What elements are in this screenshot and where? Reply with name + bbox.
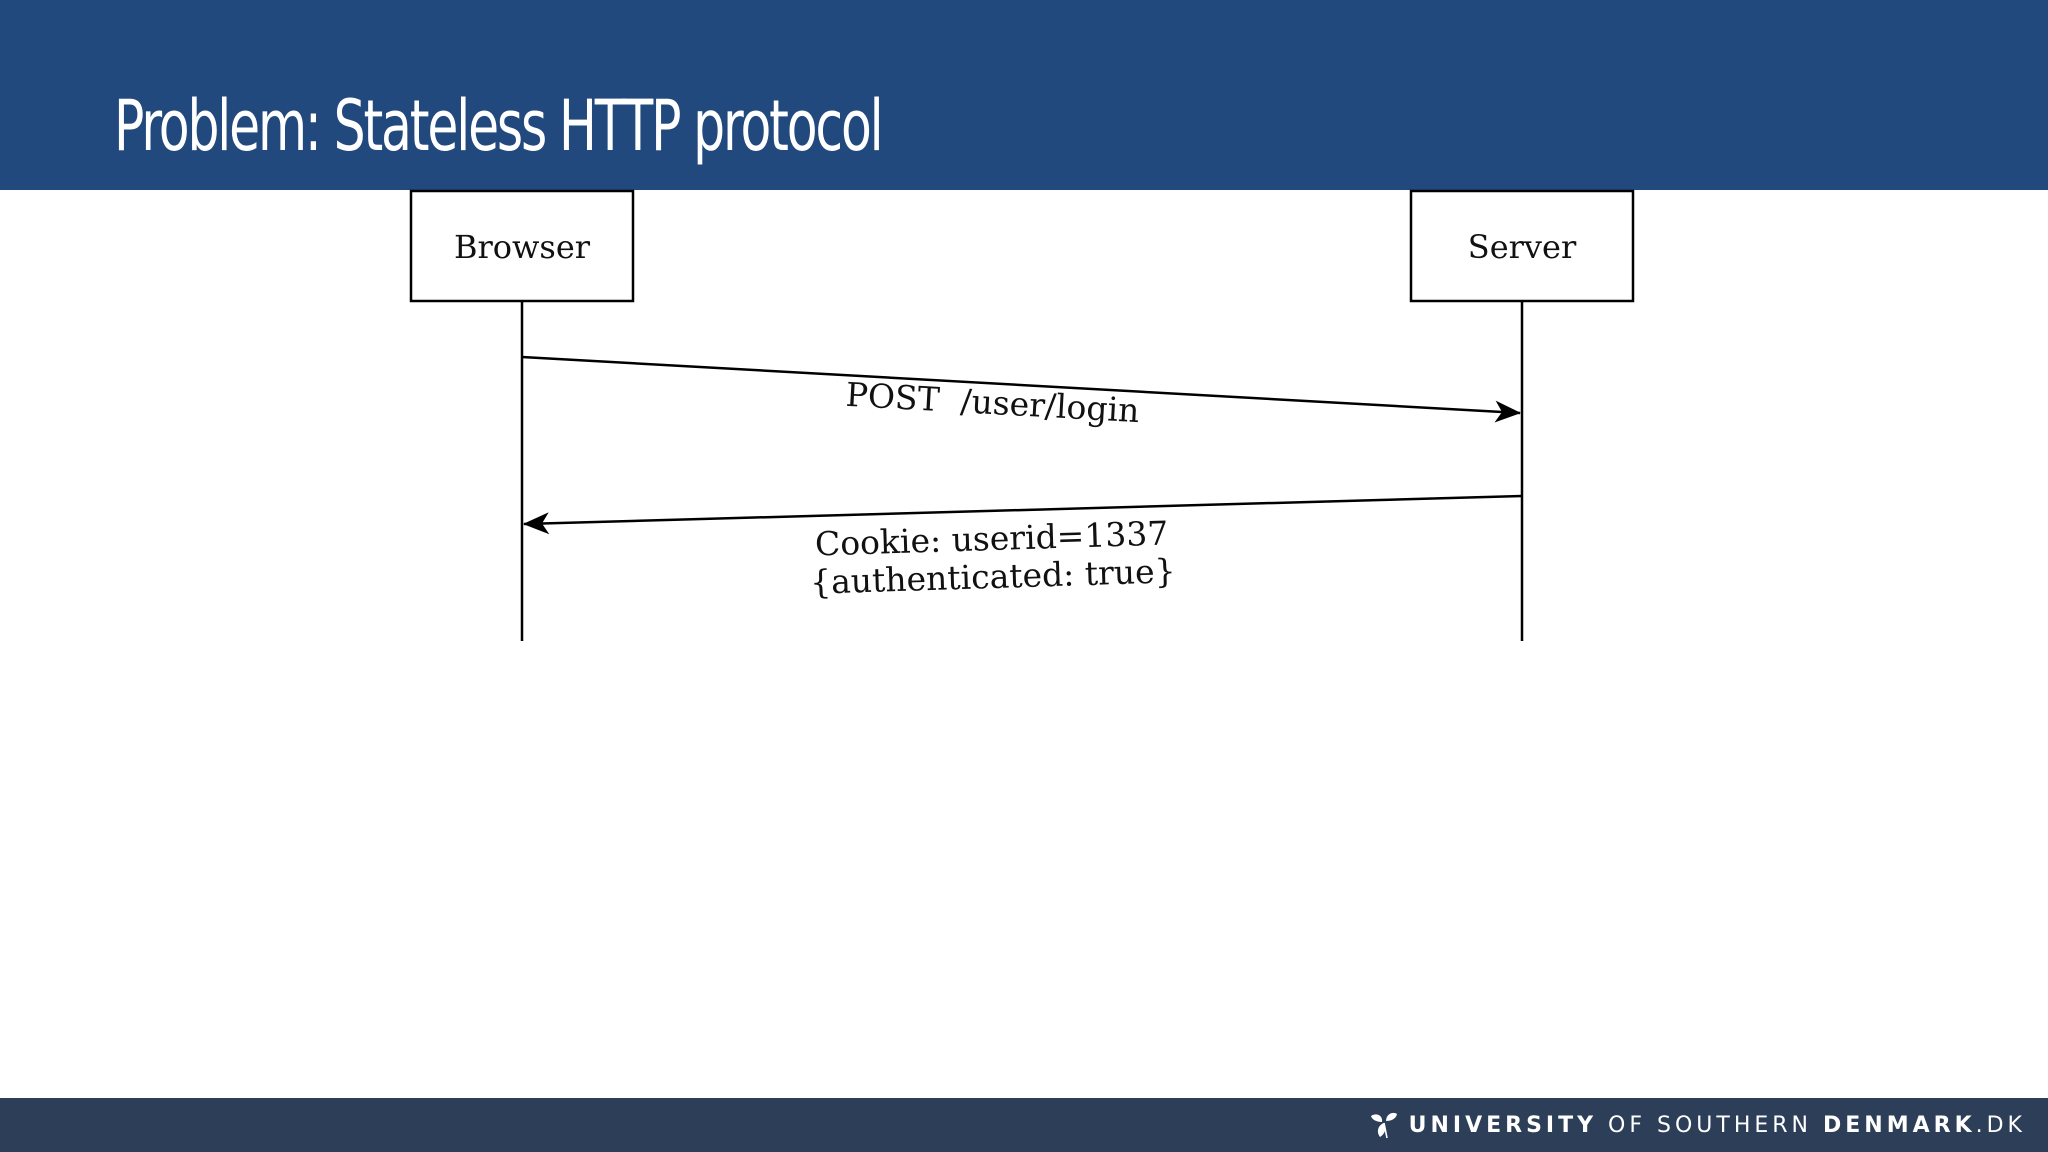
footer-bar: UNIVERSITY OF SOUTHERN DENMARK .DK bbox=[0, 1098, 2048, 1152]
brand-of-southern: OF SOUTHERN bbox=[1597, 1112, 1824, 1138]
university-brand[interactable]: UNIVERSITY OF SOUTHERN DENMARK .DK bbox=[1367, 1098, 2026, 1152]
title-bar: Problem: Stateless HTTP protocol bbox=[0, 0, 2048, 190]
participant-label: Browser bbox=[454, 228, 591, 266]
participant-server: Server bbox=[1409, 189, 1635, 641]
participant-box bbox=[1409, 189, 1635, 303]
message-label: POST /user/login bbox=[845, 375, 1141, 430]
message-label: Cookie: userid=1337{authenticated: true} bbox=[808, 513, 1176, 601]
brand-university: UNIVERSITY bbox=[1408, 1112, 1598, 1138]
message-login-request: POST /user/login bbox=[521, 355, 1521, 430]
message-label-line: POST /user/login bbox=[845, 375, 1141, 430]
leaf-logo-icon bbox=[1370, 1112, 1397, 1139]
participant-browser: Browser bbox=[409, 189, 635, 641]
brand-dk: .DK bbox=[1975, 1112, 2026, 1138]
message-arrow bbox=[521, 355, 1521, 423]
message-login-response: Cookie: userid=1337{authenticated: true} bbox=[523, 494, 1523, 602]
message-arrow bbox=[523, 494, 1523, 535]
participant-label: Server bbox=[1468, 228, 1577, 266]
slide-title: Problem: Stateless HTTP protocol bbox=[114, 85, 884, 167]
brand-denmark: DENMARK bbox=[1823, 1112, 1976, 1138]
